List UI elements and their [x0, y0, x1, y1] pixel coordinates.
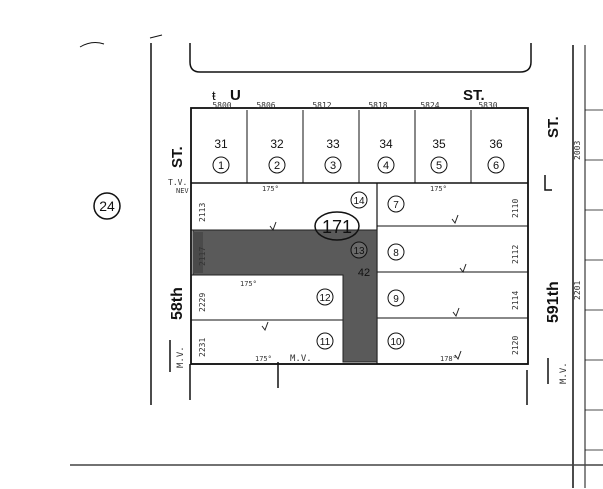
lot-1: 31 1: [212, 137, 230, 174]
street-label-left: 58th: [169, 287, 186, 320]
svg-text:5800: 5800: [212, 101, 231, 110]
svg-text:2114: 2114: [511, 291, 520, 310]
svg-text:36: 36: [489, 137, 503, 151]
svg-text:T.V.: T.V.: [168, 178, 187, 187]
svg-text:NEV: NEV: [176, 187, 189, 195]
street-label-right-top: ST.: [545, 116, 562, 138]
svg-text:2120: 2120: [511, 336, 520, 355]
svg-text:2117: 2117: [198, 247, 207, 266]
lot-4: 34 4: [377, 137, 395, 174]
top-address-numbers: 5800 5806 5812 5818 5824 5830: [212, 101, 497, 110]
svg-text:34: 34: [379, 137, 393, 151]
svg-text:2113: 2113: [198, 203, 207, 222]
shaded-parcel-edge: [193, 232, 203, 273]
block-number: 171: [314, 211, 360, 241]
street-label-right: 591th: [545, 281, 562, 323]
svg-text:11: 11: [320, 337, 331, 348]
svg-text:8: 8: [393, 248, 399, 259]
bottom-line: [191, 362, 528, 388]
svg-text:5: 5: [436, 160, 442, 172]
svg-text:10: 10: [390, 337, 402, 348]
top-lots: 31 1 32 2 33 3 34 4 35 5 36 6: [212, 137, 505, 174]
svg-text:5830: 5830: [478, 101, 497, 110]
svg-text:175°: 175°: [240, 280, 257, 288]
mv-markers: M.V. M.V. M.V. T.V. NEV: [168, 175, 569, 384]
svg-text:171: 171: [322, 217, 352, 237]
lot-9: 9: [387, 289, 405, 307]
svg-text:33: 33: [326, 137, 340, 151]
street-label-top-u-mark: ŧ: [212, 88, 216, 103]
lot-6: 36 6: [487, 137, 505, 174]
svg-text:24: 24: [99, 198, 115, 214]
lot-12: 12: [316, 288, 334, 306]
svg-text:2: 2: [274, 160, 280, 172]
adjacent-map-fragment: [585, 109, 603, 451]
street-label-top-left: U: [230, 87, 241, 104]
svg-text:13: 13: [353, 246, 365, 257]
svg-text:7: 7: [393, 200, 399, 211]
stray-mark: [79, 42, 105, 48]
left-address-numbers: 2113 2117 2229 2231: [198, 203, 207, 357]
svg-text:178°: 178°: [440, 355, 457, 363]
check-marks: [261, 214, 467, 361]
svg-text:1: 1: [218, 160, 224, 172]
svg-text:2003: 2003: [573, 141, 582, 160]
street-label-left-top: ST.: [169, 146, 186, 168]
lot-2: 32 2: [268, 137, 286, 174]
svg-text:M.V.: M.V.: [290, 354, 312, 364]
street-outlines: [150, 43, 586, 488]
svg-text:5824: 5824: [420, 101, 439, 110]
svg-text:5812: 5812: [312, 101, 331, 110]
svg-text:6: 6: [493, 160, 499, 172]
svg-text:5806: 5806: [256, 101, 275, 110]
svg-text:5818: 5818: [368, 101, 387, 110]
page-badge: 24: [93, 192, 121, 220]
lot-11: 11: [316, 332, 334, 350]
svg-text:35: 35: [432, 137, 446, 151]
parcel-42-label: 42: [358, 267, 370, 279]
lot-5: 35 5: [430, 137, 448, 174]
svg-text:2231: 2231: [198, 338, 207, 357]
lot-3: 33 3: [324, 137, 342, 174]
lot-13: 13: [350, 241, 368, 259]
shaded-parcel: [192, 229, 378, 363]
svg-text:32: 32: [270, 137, 284, 151]
lot-7: 7: [387, 195, 405, 213]
svg-text:3: 3: [330, 160, 336, 172]
lower-lots: 14 13 12 11 7 8 9 10: [316, 191, 405, 350]
svg-text:M.V.: M.V.: [176, 346, 186, 368]
lot-10: 10: [387, 332, 405, 350]
svg-text:9: 9: [393, 294, 399, 305]
lot-14: 14: [350, 191, 368, 209]
svg-text:4: 4: [383, 160, 389, 172]
street-label-top-right: ST.: [463, 87, 485, 104]
svg-text:14: 14: [353, 196, 365, 207]
right-address-numbers: 2110 2112 2114 2120 2003 2201: [511, 141, 582, 355]
svg-text:31: 31: [214, 137, 228, 151]
svg-text:2110: 2110: [511, 199, 520, 218]
svg-text:175°: 175°: [430, 185, 447, 193]
svg-text:12: 12: [319, 293, 331, 304]
svg-text:175°: 175°: [262, 185, 279, 193]
svg-text:2201: 2201: [573, 281, 582, 300]
svg-text:2229: 2229: [198, 293, 207, 312]
lot-8: 8: [387, 243, 405, 261]
svg-text:175°: 175°: [255, 355, 272, 363]
svg-text:2112: 2112: [511, 245, 520, 264]
svg-text:M.V.: M.V.: [559, 362, 569, 384]
arrow-mark: [149, 34, 163, 39]
dimension-labels: 175° 175° 175° 175° 178°: [240, 185, 457, 363]
